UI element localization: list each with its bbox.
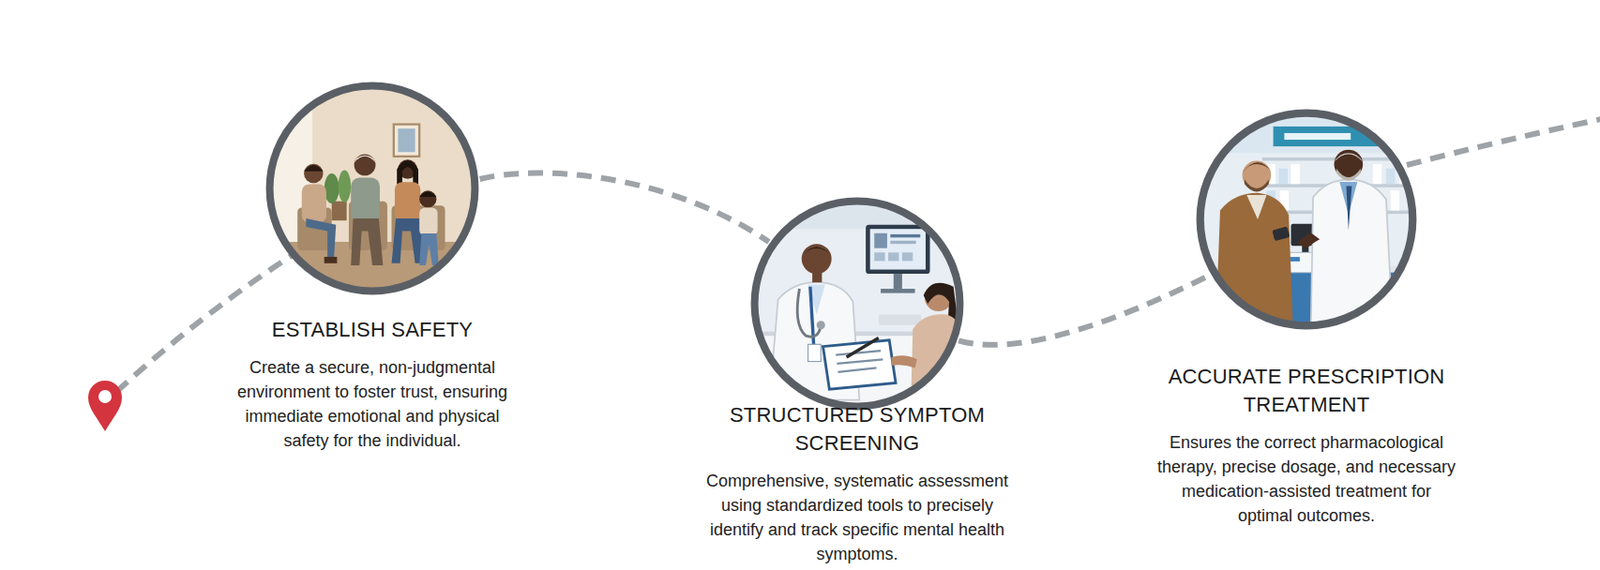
caption-block: ACCURATE PRESCRIPTION TREATMENT Ensures t… [1137,362,1476,529]
dashed-route-connector [480,173,770,242]
step-description: Comprehensive, systematic assessment usi… [697,468,1017,567]
clinic-photo [750,196,965,411]
location-pin [88,380,122,432]
caption-block: ESTABLISH SAFETY Create a secure, non-jud… [217,316,528,453]
step-heading: STRUCTURED SYMPTOM SCREENING [669,401,1045,458]
pharmacy-photo [1195,108,1418,331]
photo-circle-node: ACCURATE PRESCRIPTION TREATMENTEnsures t… [1195,108,1418,331]
family-photo [265,81,480,296]
photo-circle-node: ESTABLISH SAFETYCreate a secure, non-jud… [265,81,480,296]
step-description: Ensures the correct pharmacological ther… [1153,430,1460,529]
dashed-route-connector [958,275,1210,346]
caption-block: STRUCTURED SYMPTOM SCREENING Comprehensiv… [669,401,1045,567]
step-heading: ACCURATE PRESCRIPTION TREATMENT [1137,362,1476,420]
dashed-route-end [1406,118,1600,166]
photo-circle-node: STRUCTURED SYMPTOM SCREENINGComprehensiv… [750,196,965,411]
step-description: Create a secure, non-judgmental environm… [221,355,524,453]
step-heading: ESTABLISH SAFETY [217,316,528,345]
